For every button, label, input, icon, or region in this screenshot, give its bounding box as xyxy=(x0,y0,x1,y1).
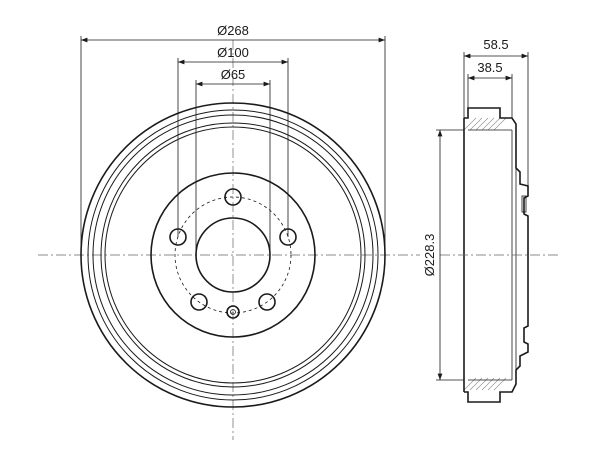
dim-center-bore: Ø65 xyxy=(221,67,246,82)
dim-total-height: 58.5 xyxy=(483,37,508,52)
bolt-pitch-circle xyxy=(174,196,292,314)
front-view: Ø268 Ø100 Ø65 xyxy=(38,23,420,440)
dim-drum-diameter: Ø228.3 xyxy=(422,234,437,277)
locating-hole-inner xyxy=(230,309,236,315)
side-view: 58.5 38.5 Ø228.3 xyxy=(422,37,560,403)
side-hole-detail xyxy=(521,195,527,213)
dim-inner-height: 38.5 xyxy=(477,60,502,75)
rim-ring-3 xyxy=(92,114,374,396)
dim-bolt-circle: Ø100 xyxy=(217,45,249,60)
hub-circle xyxy=(150,172,316,338)
bolt-hole xyxy=(224,188,242,206)
rim-ring-5 xyxy=(104,126,362,384)
bolt-hole xyxy=(258,293,276,311)
rim-ring-2 xyxy=(87,109,379,401)
dim-outer-diameter: Ø268 xyxy=(217,23,249,38)
section-hatch xyxy=(463,117,507,391)
bolt-hole xyxy=(190,293,208,311)
rim-ring-4 xyxy=(100,122,366,388)
locating-hole xyxy=(226,305,240,319)
